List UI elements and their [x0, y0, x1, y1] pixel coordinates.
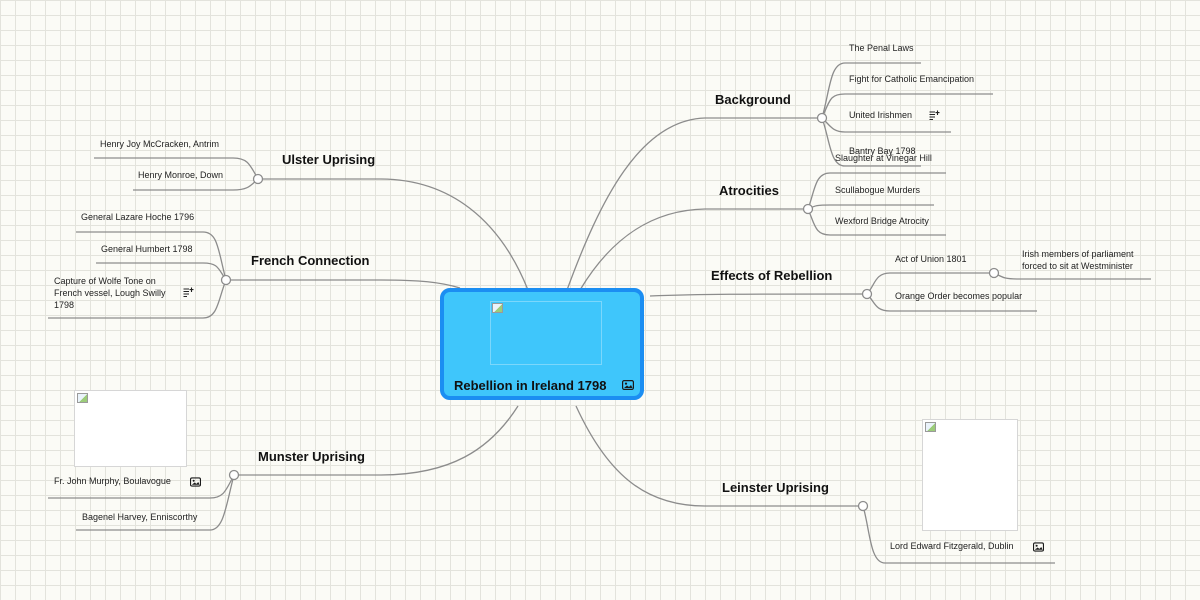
- image-icon[interactable]: [622, 380, 634, 390]
- leinster-image: [922, 419, 1018, 531]
- branch-knob: [802, 203, 814, 215]
- notes-icon[interactable]: [929, 110, 940, 120]
- image-icon[interactable]: [190, 477, 201, 487]
- leaf-fr-john-murphy[interactable]: Fr. John Murphy, Boulavogue: [54, 476, 171, 486]
- connector-leinster: [575, 405, 863, 507]
- leaf-henry-joy-mccracken[interactable]: Henry Joy McCracken, Antrim: [100, 139, 220, 149]
- munster-image: [74, 390, 187, 467]
- leaf-irish-mps-westminister[interactable]: Irish members of parliament forced to si…: [1022, 249, 1134, 271]
- connector-effects: [649, 293, 868, 297]
- leaf-lazare-hoche[interactable]: General Lazare Hoche 1796: [81, 212, 195, 222]
- branch-background[interactable]: Background: [715, 92, 791, 107]
- leaf-lord-edward-fitzgerald[interactable]: Lord Edward Fitzgerald, Dublin: [890, 541, 1014, 551]
- leaf-wexford-bridge[interactable]: Wexford Bridge Atrocity: [835, 216, 929, 226]
- notes-icon[interactable]: [183, 287, 194, 297]
- branch-knob: [220, 274, 232, 286]
- leaf-penal-laws[interactable]: The Penal Laws: [849, 43, 914, 53]
- connector-munster: [234, 405, 519, 476]
- central-topic-title: Rebellion in Ireland 1798: [454, 378, 607, 393]
- branch-atrocities[interactable]: Atrocities: [719, 183, 779, 198]
- branch-leinster-uprising[interactable]: Leinster Uprising: [722, 480, 829, 495]
- leaf-scullabogue[interactable]: Scullabogue Murders: [835, 185, 921, 195]
- leaf-bantry-bay[interactable]: Bantry Bay 1798: [849, 146, 916, 156]
- central-topic-image: [490, 301, 602, 365]
- broken-image-icon: [925, 422, 936, 432]
- leaf-henry-monroe[interactable]: Henry Monroe, Down: [138, 170, 224, 180]
- leaf-act-of-union[interactable]: Act of Union 1801: [895, 254, 967, 264]
- broken-image-icon: [492, 303, 503, 313]
- branch-knob: [988, 267, 1000, 279]
- leaf-united-irishmen[interactable]: United Irishmen: [849, 110, 913, 120]
- connector-background: [566, 117, 822, 291]
- leaf-orange-order[interactable]: Orange Order becomes popular: [895, 291, 1023, 301]
- broken-image-icon: [77, 393, 88, 403]
- image-icon[interactable]: [1033, 542, 1044, 552]
- branch-effects-of-rebellion[interactable]: Effects of Rebellion: [711, 268, 833, 283]
- branch-ulster-uprising[interactable]: Ulster Uprising: [282, 152, 376, 167]
- connector-french: [226, 279, 461, 289]
- connector-ulster: [258, 178, 529, 291]
- connector-atrocities: [579, 208, 808, 291]
- central-topic[interactable]: Rebellion in Ireland 1798: [440, 288, 644, 400]
- branch-knob: [816, 112, 828, 124]
- leaf-wolfe-tone-capture[interactable]: Capture of Wolfe Tone on French vessel, …: [54, 276, 166, 310]
- branch-knob: [861, 288, 873, 300]
- branch-munster-uprising[interactable]: Munster Uprising: [258, 449, 365, 464]
- branch-knob: [857, 500, 869, 512]
- branch-french-connection[interactable]: French Connection: [251, 253, 370, 268]
- branch-knob: [228, 469, 240, 481]
- leaf-bagenel-harvey[interactable]: Bagenel Harvey, Enniscorthy: [82, 512, 198, 522]
- leaf-catholic-emancipation[interactable]: Fight for Catholic Emancipation: [849, 74, 975, 84]
- leaf-general-humbert[interactable]: General Humbert 1798: [101, 244, 193, 254]
- branch-knob: [252, 173, 264, 185]
- leaf-vinegar-hill[interactable]: Slaughter at Vinegar Hill: [835, 153, 932, 163]
